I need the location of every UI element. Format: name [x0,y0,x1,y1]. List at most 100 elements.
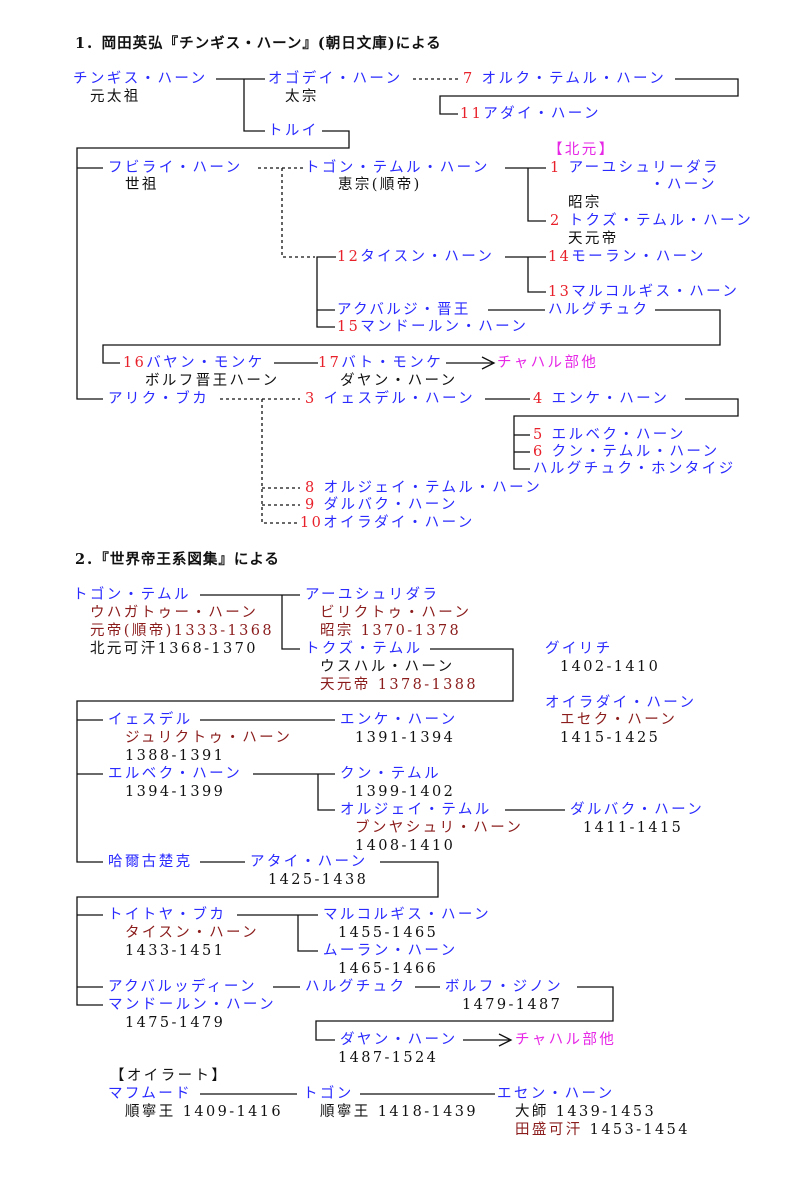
person-name: マンドールン・ハーン [108,996,276,1014]
title-text: 元太祖 [90,88,141,106]
label-text: ボルフ・ジノン [445,979,564,995]
reign-years: 1425-1438 [268,871,368,889]
person-name: 2 トクズ・テムル・ハーン [550,212,753,230]
reign-years: 1388-1391 [125,747,225,765]
title-text: 昭宗 [568,194,602,212]
label-text: ・ハーン [650,177,717,193]
title-text: 天元帝 [568,230,619,248]
label-text: 昭宗 [568,195,602,211]
person-name: 9 ダルバク・ハーン [305,496,458,514]
label-text: 1465-1466 [338,961,439,977]
label-text: アーユシュリーダラ [568,160,720,176]
label-text: ウハガトゥー・ハーン [90,605,259,621]
person-name: エンケ・ハーン [340,711,458,729]
person-name: アーユシュリダラ [305,586,439,604]
label-text: 北元可汗1368-1370 [90,641,258,657]
person-name: グイリチ [545,640,613,658]
label-text: タイスン・ハーン [360,249,495,265]
label-text: 元太祖 [90,89,141,105]
person-name: ムーラン・ハーン [323,942,457,960]
group-label: 【オイラート】 [110,1067,228,1085]
title-text: ウスハル・ハーン [320,658,454,676]
person-name: 4 エンケ・ハーン [533,390,669,408]
label-text: アダイ・ハーン [483,106,601,122]
label-text: 天元帝 1378-1388 [320,677,479,693]
person-name: マフムード [108,1085,192,1103]
person-name: ダヤン・ハーン [340,1031,458,1049]
title-text: タイスン・ハーン [125,924,259,942]
label-text: トゴン [303,1086,354,1102]
reign-years: 1479-1487 [462,996,562,1014]
label-text: 【オイラート】 [110,1068,229,1084]
title-text: 世祖 [125,176,159,194]
reign-years: 1411-1415 [583,819,683,837]
label-text: 1455-1465 [338,925,439,941]
person-name: トイトヤ・ブカ [108,906,226,924]
khan-number: 7 [463,71,482,87]
label-text: 天元帝 [568,231,619,247]
label-text: アクバルッディーン [108,979,257,995]
descendants-label: チャハル部他 [515,1031,616,1049]
person-name: 11アダイ・ハーン [460,105,601,123]
label-text: エセク・ハーン [560,712,678,728]
khan-number: 14 [548,249,572,265]
label-text: イェスデル・ハーン [323,391,476,407]
reign-years: 1399-1402 [355,783,455,801]
label-text: トゴン・テムル・ハーン [305,160,490,176]
person-name: ダルバク・ハーン [570,801,704,819]
label-text: ビリクトゥ・ハーン [320,605,472,621]
label-text: 1399-1402 [355,784,456,800]
person-name: 8 オルジェイ・テムル・ハーン [305,479,542,497]
khan-number: 3 [305,391,324,407]
label-text: チャハル部他 [515,1032,617,1048]
label-text: 1388-1391 [125,748,226,764]
khan-number: 13 [548,284,572,300]
title-text: ダヤン・ハーン [340,372,458,390]
person-name: 14モーラン・ハーン [548,248,706,266]
person-name: 15マンドールン・ハーン [337,318,528,336]
label-text: ジュリクトゥ・ハーン [125,730,293,746]
label-text: 1402-1410 [560,659,661,675]
person-name: オゴデイ・ハーン [268,70,402,88]
label-text: チンギス・ハーン [73,71,208,87]
khan-number: 17 [318,355,342,371]
dynasty-label: 【北元】 [548,141,616,159]
title-text: ウハガトゥー・ハーン [90,604,258,622]
label-text: マンドールン・ハーン [108,997,276,1013]
khan-number: 8 [305,480,324,496]
reign-years: 1455-1465 [338,924,438,942]
person-name: マルコルギス・ハーン [323,906,491,924]
label-text: 1408-1410 [355,838,456,854]
reign-years: 1402-1410 [560,658,660,676]
person-name: ハルグチュク [305,978,406,996]
label-text: ブンヤシュリ・ハーン [355,820,524,836]
label-text: クン・テムル [340,766,441,782]
khan-number: 15 [337,319,361,335]
khan-number: 6 [533,444,552,460]
label-text: チャハル部他 [497,355,599,371]
title-text: ブンヤシュリ・ハーン [355,819,523,837]
label-text: トクズ・テムル・ハーン [568,213,754,229]
label-text: アクバルジ・晋王 [337,302,471,318]
label-text: グイリチ [545,641,613,657]
person-name: ボルフ・ジノン [445,978,563,996]
reign-years: 1433-1451 [125,942,225,960]
person-name: 10オイラダイ・ハーン [300,514,475,532]
khan-number: 11 [460,106,484,122]
label-text: 1411-1415 [583,820,684,836]
label-text: バト・モンケ [341,355,444,371]
reign-years: 大師 1439-1453 [515,1103,656,1121]
label-text: オイラダイ・ハーン [323,515,475,531]
person-name: イェスデル [108,711,193,729]
person-name: 哈爾古楚克 [108,853,193,871]
label-text: ダヤン・ハーン [340,373,458,389]
reign-years: 昭宗 1370-1378 [320,622,461,640]
person-name: アクバルッディーン [108,978,257,996]
label-text: ダルバク・ハーン [570,802,705,818]
reign-years: 1465-1466 [338,960,438,978]
person-name: アクバルジ・晋王 [337,301,471,319]
label-text: オイラダイ・ハーン [545,695,697,711]
descendants-label: チャハル部他 [497,354,598,372]
person-name: アタイ・ハーン [250,853,368,871]
